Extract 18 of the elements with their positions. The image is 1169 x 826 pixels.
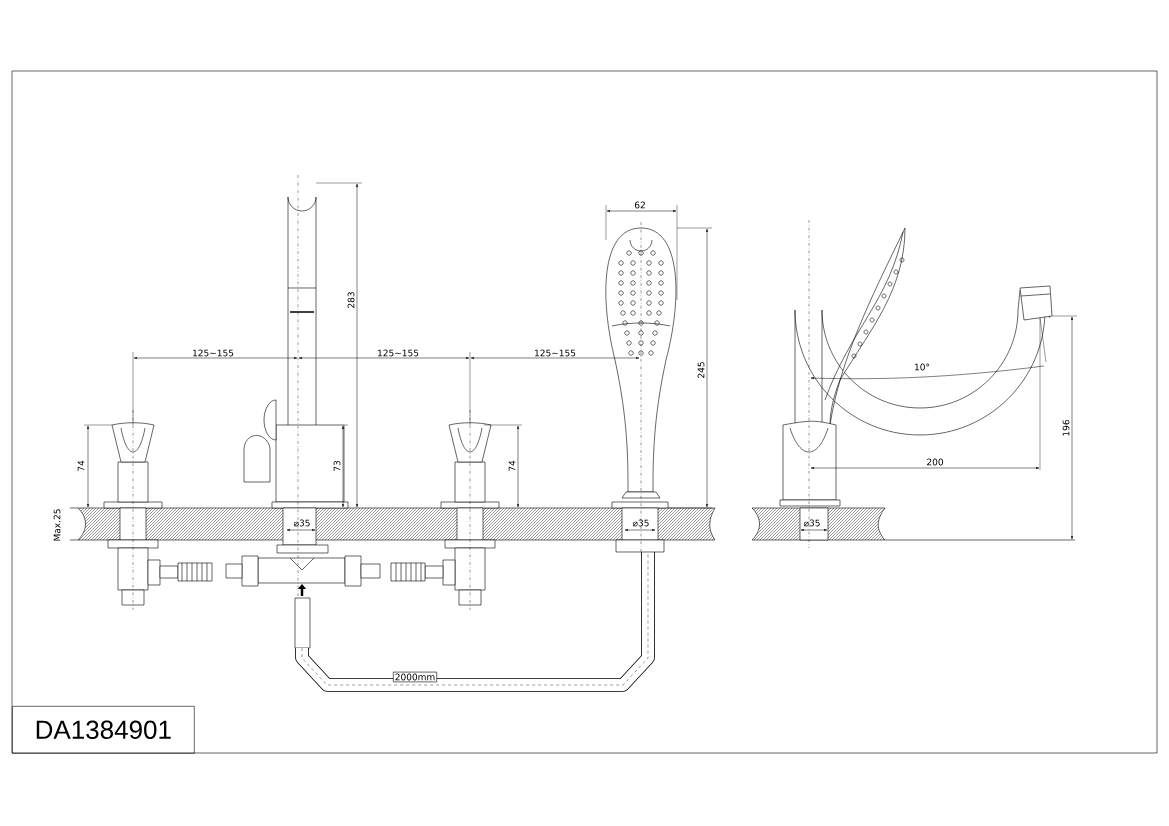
dimension-label: 62 (634, 201, 645, 209)
dimension-label: 245 (697, 362, 705, 378)
dimension-label: 125~155 (193, 349, 234, 357)
title-block: DA1384901 (12, 706, 195, 754)
dimension-label: ⌀35 (293, 519, 310, 527)
dimension-label: 125~155 (535, 349, 576, 357)
dimension-label: 73 (333, 461, 341, 471)
dimension-label: ⌀35 (803, 519, 820, 527)
dimension-label: ⌀35 (632, 519, 649, 527)
dimension-label: 74 (508, 460, 516, 471)
dimension-label: 125~155 (378, 349, 419, 357)
dimension-label: 200 (927, 458, 943, 466)
dimension-label: 283 (347, 292, 355, 308)
dimension-label: 74 (77, 460, 85, 471)
dimension-label: 10° (915, 363, 930, 371)
dimension-label: Max.25 (53, 509, 61, 541)
dimension-label: 2000mm (393, 671, 438, 683)
dimension-label: 196 (1062, 420, 1070, 436)
